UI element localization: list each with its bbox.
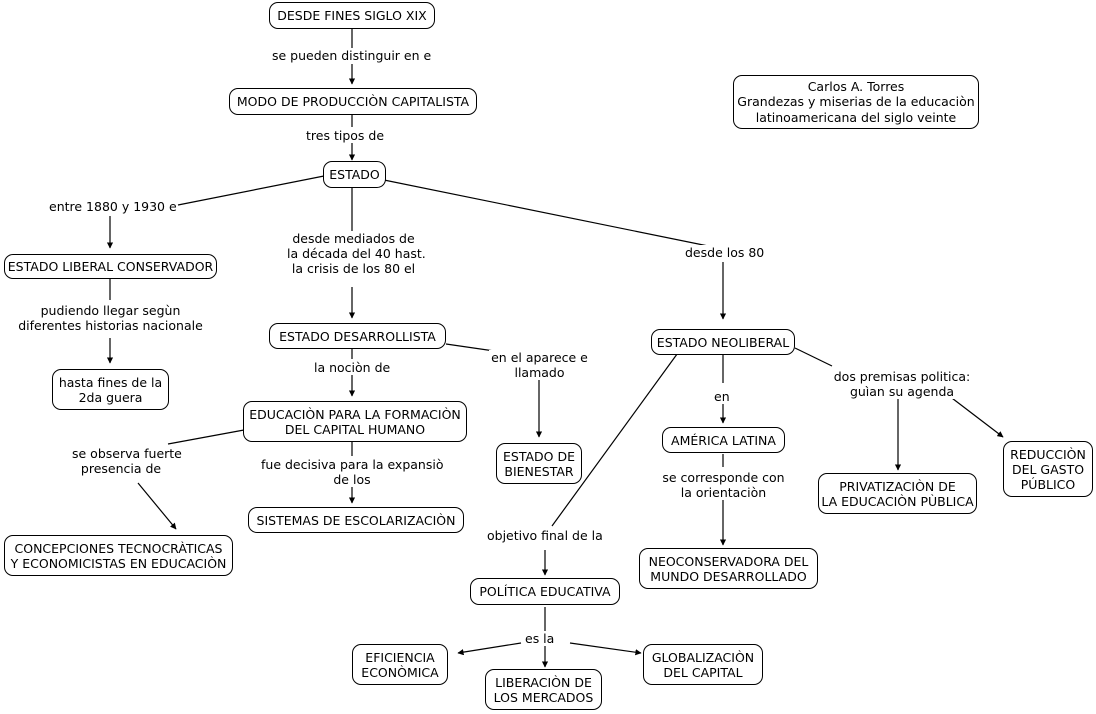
link-label-objetivo-final: objetivo final de la <box>487 528 603 543</box>
link-label-la-nocion-de: la nociòn de <box>314 360 391 375</box>
edge-estado-left <box>177 175 325 206</box>
node-modo-produccion-capitalista[interactable]: MODO DE PRODUCCIÒN CAPITALISTA <box>229 88 477 115</box>
link-label-pudiendo-llegar-segun: pudiendo llegar segùn diferentes histori… <box>14 303 207 333</box>
link-label-fue-decisiva-expansion: fue decisiva para la expansiò de los <box>261 457 444 487</box>
link-label-se-pueden-distinguir: se pueden distinguir en e <box>272 48 432 63</box>
node-america-latina[interactable]: AMÉRICA LATINA <box>662 427 785 453</box>
node-globalizacion-del-capital[interactable]: GLOBALIZACIÒN DEL CAPITAL <box>643 644 763 685</box>
source-citation-box: Carlos A. Torres Grandezas y miserias de… <box>733 75 979 129</box>
node-politica-educativa[interactable]: POLÍTICA EDUCATIVA <box>470 578 620 605</box>
link-label-desde-mediados-decada-40: desde mediados de la década del 40 hast.… <box>287 231 426 276</box>
node-liberacion-de-los-mercados[interactable]: LIBERACIÒN DE LOS MERCADOS <box>485 669 602 710</box>
node-estado-de-bienestar[interactable]: ESTADO DE BIENESTAR <box>496 443 582 484</box>
link-label-desde-los-80: desde los 80 <box>685 245 765 260</box>
node-estado-neoliberal[interactable]: ESTADO NEOLIBERAL <box>651 329 795 355</box>
edge-label-concepciones <box>137 482 177 530</box>
link-label-en-el-aparece-llamado: en el aparece e llamado <box>489 350 590 380</box>
link-label-tres-tipos-de: tres tipos de <box>306 128 385 143</box>
link-label-se-corresponde-con-orientacion: se corresponde con la orientaciòn <box>658 470 789 500</box>
edge-esla-eficiencia <box>457 642 522 656</box>
node-reduccion-gasto-publico[interactable]: REDUCCIÒN DEL GASTO PÚBLICO <box>1003 441 1093 497</box>
node-estado-liberal-conservador[interactable]: ESTADO LIBERAL CONSERVADOR <box>4 254 217 279</box>
node-estado[interactable]: ESTADO <box>323 161 386 188</box>
node-eficiencia-economica[interactable]: EFICIENCIA ECONÒMICA <box>352 644 448 685</box>
edge-neoliberal-premisas <box>794 347 833 367</box>
edge-esla-globalizacion <box>569 642 642 656</box>
link-label-en: en <box>714 389 730 404</box>
link-label-se-observa-fuerte-presencia: se observa fuerte presencia de <box>72 446 182 476</box>
link-label-dos-premisas-politicas: dos premisas politica: guìan su agenda <box>829 369 975 399</box>
node-desde-fines-siglo-xix[interactable]: DESDE FINES SIGLO XIX <box>269 2 435 29</box>
link-label-es-la: es la <box>525 631 555 646</box>
edge-estado-right <box>383 179 719 249</box>
edge-educacion-concepciones-label <box>167 429 245 445</box>
node-neoconservadora-mundo-desarrollado[interactable]: NEOCONSERVADORA DEL MUNDO DESARROLLADO <box>639 548 818 589</box>
link-label-entre-1880-y-1930: entre 1880 y 1930 e <box>49 199 177 214</box>
node-educacion-formacion-capital-humano[interactable]: EDUCACIÒN PARA LA FORMACIÒN DEL CAPITAL … <box>243 401 467 442</box>
node-privatizacion-educacion-publica[interactable]: PRIVATIZACIÒN DE LA EDUCACIÒN PÙBLICA <box>818 473 977 514</box>
node-estado-desarrollista[interactable]: ESTADO DESARROLLISTA <box>269 323 446 349</box>
node-hasta-fines-2da-guerra[interactable]: hasta fines de la 2da guera <box>52 369 169 410</box>
node-concepciones-tecnocraticas[interactable]: CONCEPCIONES TECNOCRÀTICAS Y ECONOMICIST… <box>4 535 233 576</box>
node-sistemas-escolarizacion[interactable]: SISTEMAS DE ESCOLARIZACIÒN <box>248 507 464 533</box>
